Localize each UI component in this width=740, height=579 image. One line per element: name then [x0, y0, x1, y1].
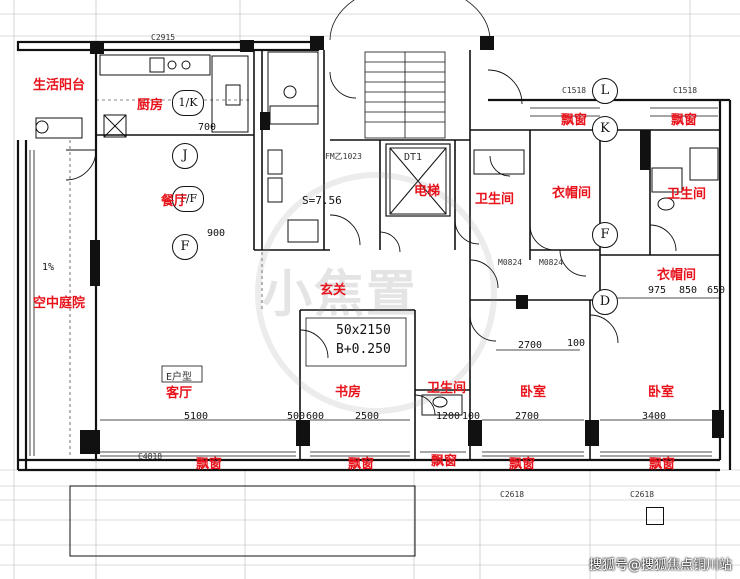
door-code-note: M0824 [498, 258, 523, 267]
living-tag-note: E户型 [166, 372, 193, 383]
dimension-650: 650 [707, 285, 726, 296]
room-label-living: 客厅 [166, 386, 193, 401]
window-code-note: C2915 [151, 33, 176, 42]
room-label-foyer: 玄关 [320, 283, 347, 298]
elevator-code-note: DT1 [404, 152, 423, 163]
room-label-bay-window: 飘窗 [509, 457, 536, 472]
watermark-logo-text: 小焦置 [262, 265, 418, 323]
grid-axis-bubble: L [592, 78, 618, 104]
room-label-bathroom: 卫生间 [667, 187, 707, 202]
dimension-700: 700 [198, 122, 217, 133]
window-code-note: C2618 [500, 490, 525, 499]
room-label-elevator: 电梯 [414, 184, 441, 199]
window-code-note: C1518 [673, 86, 698, 95]
north-marker-icon [646, 507, 664, 525]
room-label-bay-window: 飘窗 [431, 454, 458, 469]
room-label-sky-garden: 空中庭院 [33, 296, 86, 311]
room-label-bathroom: 卫生间 [475, 192, 515, 207]
room-label-bathroom: 卫生间 [427, 381, 467, 396]
grid-axis-bubble: F [172, 234, 198, 260]
room-label-closet: 衣帽间 [552, 186, 592, 201]
dimension-study-width: 2500 [355, 411, 380, 422]
room-label-bay-window: 飘窗 [196, 457, 223, 472]
dimension-100: 100 [462, 411, 481, 422]
room-label-closet: 衣帽间 [657, 268, 697, 283]
room-label-bay-window: 飘窗 [671, 113, 698, 128]
door-code-note: M0824 [539, 258, 564, 267]
dimension-slope: 1% [42, 262, 55, 273]
dimension-500: 500 [287, 411, 306, 422]
dimension-bedroom1-top: 2700 [518, 340, 543, 351]
grid-axis-bubble: F [592, 222, 618, 248]
door-size-note: 50x2150 [336, 323, 391, 338]
door-height-note: B+0.250 [336, 342, 391, 357]
room-label-bay-window: 飘窗 [348, 457, 375, 472]
window-code-note: C4818 [138, 452, 163, 461]
dimension-bedroom1-width: 2700 [515, 411, 540, 422]
grid-axis-bubble: K [592, 116, 618, 142]
room-label-bedroom: 卧室 [648, 385, 675, 400]
room-label-bay-window: 飘窗 [561, 113, 588, 128]
columns [80, 36, 724, 454]
bottom-bay-outline [69, 485, 416, 557]
dimension-living-width: 5100 [184, 411, 209, 422]
room-label-bay-window: 飘窗 [649, 457, 676, 472]
floor-tag-bubble: 1/F [172, 186, 204, 212]
dimension-975: 975 [648, 285, 667, 296]
room-label-study: 书房 [335, 385, 362, 400]
window-code-note: C2618 [630, 490, 655, 499]
door-code-note: FM乙1023 [325, 152, 362, 161]
dimension-1200: 1200 [436, 411, 461, 422]
dimension-lines [100, 297, 720, 421]
shaft-area-note: S=7.56 [302, 194, 342, 207]
room-label-dining: 餐厅 [161, 194, 188, 209]
dimension-bedroom2-width: 3400 [642, 411, 667, 422]
room-label-balcony: 生活阳台 [33, 78, 86, 93]
stair [329, 0, 491, 139]
living-tag-box [161, 365, 203, 383]
dimension-600: 600 [306, 411, 325, 422]
source-credit: 搜狐号@搜狐焦点铜川站 [588, 558, 732, 573]
window-code-note: C1518 [562, 86, 587, 95]
grid-axis-bubble: D [592, 289, 618, 315]
room-label-bedroom: 卧室 [520, 385, 547, 400]
floor-tag-bubble: 1/K [172, 90, 204, 116]
bay-windows [29, 107, 718, 457]
dimension-850: 850 [679, 285, 698, 296]
dimension-bedroom1-v: 100 [567, 338, 586, 349]
watermark-ring [255, 172, 497, 414]
grid-axis-bubble: J [172, 143, 198, 169]
dimension-900: 900 [207, 228, 226, 239]
room-label-kitchen: 厨房 [137, 98, 164, 113]
